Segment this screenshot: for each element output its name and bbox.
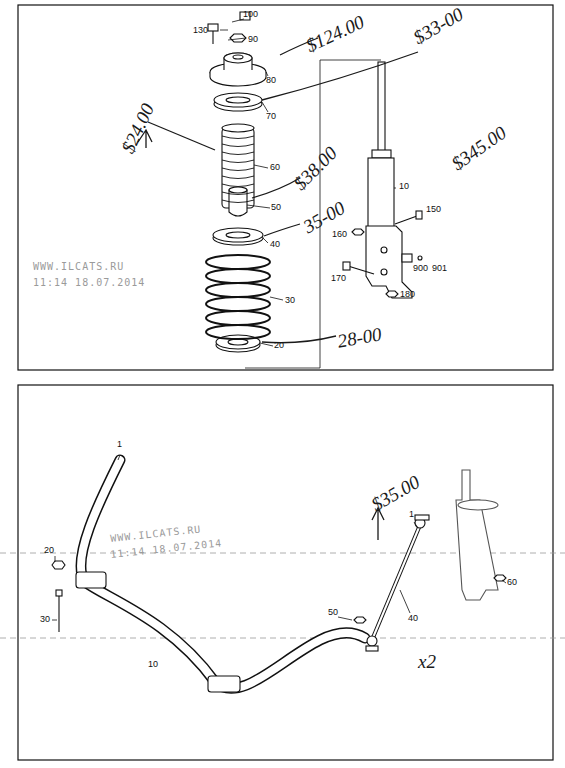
callout-number: 50 [271,203,281,212]
bellow-fold [222,160,254,163]
spring-coil [206,325,270,339]
bellow-fold [222,144,254,147]
callout-number: 1 [117,440,122,449]
callout-number: 90 [248,35,258,44]
bellow-fold [222,176,254,179]
boot-bellows [222,136,254,203]
callout-number: 900 [413,264,428,273]
bar-parts [52,470,506,692]
watermark: WWW.ILCATS.RU [33,262,124,272]
bellow-fold [222,192,254,195]
callout-number: 70 [266,112,276,121]
bellow-fold [222,136,254,139]
spring-coil [206,283,270,297]
handwritten-note: x2 [418,652,436,671]
callout-number: 170 [331,274,346,283]
strut-parts [208,12,422,352]
handwritten-price: $24.00 [118,101,157,156]
callout-number: 130 [193,26,208,35]
bellow-fold [222,200,254,203]
callout-number: 160 [332,230,347,239]
callout-number: 30 [40,615,50,624]
handwritten-price: $33-00 [410,4,466,47]
handwritten-marks [138,38,418,343]
callout-number: 30 [285,296,295,305]
callout-number: 20 [274,341,284,350]
watermark: 11:14 18.07.2014 [33,278,145,288]
callout-number: 40 [270,240,280,249]
coil-spring [206,255,270,339]
callout-number: 150 [426,205,441,214]
callout-number: 10 [148,660,158,669]
handwritten-price: $38.00 [290,143,340,193]
handwritten-price: $35.00 [368,472,423,515]
handwritten-price: 28-00 [336,324,383,350]
spring-coil [206,297,270,311]
callout-number: 901 [432,264,447,273]
spring-coil [206,255,270,269]
callout-number: 80 [266,76,276,85]
callout-number: 1 [409,510,414,519]
callout-number: 60 [270,163,280,172]
handwritten-price: $124.00 [303,12,367,55]
callout-number: 40 [408,614,418,623]
callout-number: 180 [400,290,415,299]
frames [18,5,553,760]
callout-number: 100 [243,10,258,19]
callout-number: 60 [507,578,517,587]
spring-coil [206,311,270,325]
spring-coil [206,269,270,283]
leader-lines [220,19,396,368]
handwritten-price: $345.00 [448,123,509,174]
callout-number: 20 [44,546,54,555]
bellow-fold [222,184,254,187]
bellow-fold [222,152,254,155]
bellow-fold [222,168,254,171]
callout-number: 50 [328,608,338,617]
sway-bar [81,460,365,688]
callout-number: 10 [399,182,409,191]
bar-leaders [52,455,506,620]
